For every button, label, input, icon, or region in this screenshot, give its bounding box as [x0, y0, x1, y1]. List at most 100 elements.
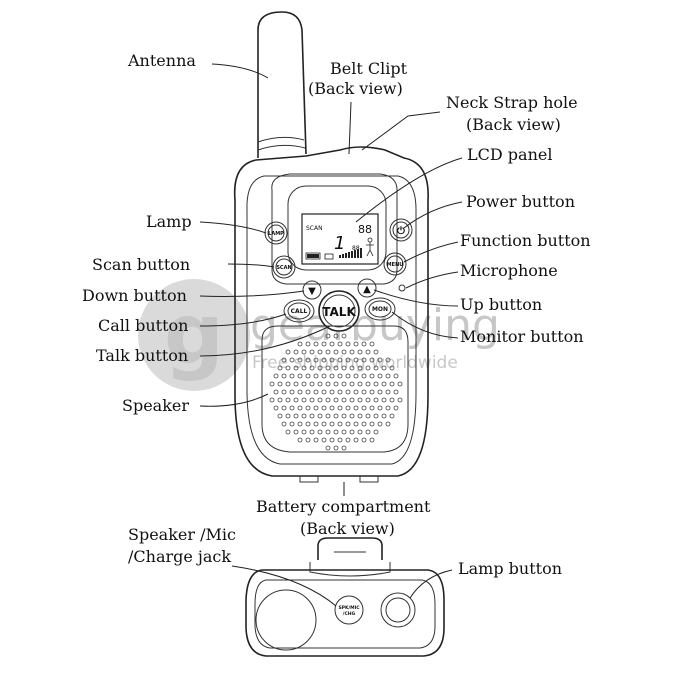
speaker-hole: [325, 365, 331, 371]
speaker-hole: [397, 381, 403, 387]
label-jack-line2: /Charge jack: [128, 547, 231, 566]
label-lamp: Lamp: [146, 212, 192, 231]
speaker-hole: [365, 349, 371, 355]
speaker-hole: [285, 365, 291, 371]
label-battery-compartment-view: (Back view): [300, 519, 395, 538]
speaker-hole: [301, 349, 307, 355]
speaker-hole: [353, 357, 359, 363]
speaker-hole: [389, 381, 395, 387]
leader-jack: [231, 565, 337, 607]
speaker-hole: [285, 381, 291, 387]
speaker-hole: [321, 421, 327, 427]
label-neck-strap-view: (Back view): [466, 115, 561, 134]
speaker-hole: [381, 397, 387, 403]
speaker-hole: [337, 389, 343, 395]
leader-antenna: [211, 63, 269, 79]
speaker-hole: [305, 389, 311, 395]
speaker-hole: [385, 389, 391, 395]
speaker-hole: [317, 365, 323, 371]
up-key[interactable]: ▲: [357, 278, 377, 298]
speaker-hole: [297, 341, 303, 347]
speaker-hole: [289, 405, 295, 411]
speaker-hole: [341, 381, 347, 387]
speaker-hole: [313, 357, 319, 363]
speaker-hole: [385, 405, 391, 411]
speaker-hole: [321, 389, 327, 395]
speaker-hole: [357, 397, 363, 403]
speaker-hole: [349, 429, 355, 435]
label-belt-clip-view: (Back view): [308, 79, 403, 98]
speaker-hole: [393, 389, 399, 395]
speaker-hole: [373, 381, 379, 387]
speaker-hole: [281, 357, 287, 363]
mon-key[interactable]: MON: [364, 297, 396, 321]
watermark-tagline: Free shipping worldwide: [252, 353, 458, 373]
speaker-hole: [321, 437, 327, 443]
speaker-hole: [357, 429, 363, 435]
power-key[interactable]: ⏻: [389, 218, 413, 242]
speaker-hole: [361, 389, 367, 395]
speaker-hole: [317, 349, 323, 355]
speaker-hole: [305, 341, 311, 347]
speaker-hole: [305, 421, 311, 427]
speaker-hole: [269, 381, 275, 387]
speaker-hole: [293, 413, 299, 419]
speaker-hole: [353, 421, 359, 427]
leader-lines: [199, 63, 463, 607]
leader-function: [403, 241, 459, 263]
speaker-hole: [309, 413, 315, 419]
leader-up: [373, 289, 459, 307]
speaker-hole: [365, 381, 371, 387]
speaker-hole: [393, 405, 399, 411]
menu-key[interactable]: MENU: [383, 252, 407, 276]
call-key[interactable]: CALL: [283, 299, 315, 323]
speaker-hole: [285, 397, 291, 403]
speaker-hole: [325, 349, 331, 355]
speaker-hole: [397, 397, 403, 403]
speaker-hole: [325, 429, 331, 435]
speaker-hole: [329, 357, 335, 363]
talk-key[interactable]: TALK: [318, 290, 360, 332]
speaker-hole: [317, 381, 323, 387]
microphone-hole: [398, 284, 406, 292]
speaker-hole: [297, 437, 303, 443]
talk-key-label: TALK: [322, 305, 356, 319]
speaker-hole: [337, 373, 343, 379]
speaker-hole: [289, 357, 295, 363]
speaker-hole: [329, 437, 335, 443]
label-monitor-button: Monitor button: [460, 327, 584, 346]
speaker-hole: [301, 413, 307, 419]
speaker-hole: [297, 357, 303, 363]
speaker-hole: [325, 413, 331, 419]
speaker-hole: [341, 445, 347, 451]
speaker-hole: [277, 413, 283, 419]
speaker-hole: [377, 405, 383, 411]
front-panel: [271, 173, 398, 285]
radio-body-inner: [246, 175, 417, 465]
antenna-base-band: [257, 136, 306, 151]
label-lcd-panel: LCD panel: [467, 145, 552, 164]
speaker-hole: [365, 413, 371, 419]
charge-jack[interactable]: SPK/MIC /CHG: [334, 595, 364, 625]
speaker-hole: [273, 373, 279, 379]
speaker-hole: [289, 389, 295, 395]
speaker-hole: [341, 349, 347, 355]
speaker-hole: [321, 341, 327, 347]
speaker-hole: [325, 445, 331, 451]
label-microphone: Microphone: [460, 261, 558, 280]
scan-key[interactable]: SCAN: [272, 255, 296, 279]
lamp-key[interactable]: LAMP: [264, 221, 288, 245]
speaker-hole: [269, 397, 275, 403]
down-key[interactable]: ▼: [302, 280, 322, 300]
speaker-hole: [301, 397, 307, 403]
bottom-lamp-key[interactable]: [380, 592, 416, 628]
speaker-hole: [277, 397, 283, 403]
down-arrow-icon: ▼: [308, 286, 316, 297]
speaker-hole: [281, 373, 287, 379]
mon-key-label: MON: [372, 306, 388, 313]
speaker-hole: [293, 381, 299, 387]
radio-front-view: SCAN 1 88 88 LAMP: [233, 11, 429, 483]
speaker-hole: [353, 341, 359, 347]
speaker-hole: [361, 421, 367, 427]
leader-call: [199, 313, 287, 327]
